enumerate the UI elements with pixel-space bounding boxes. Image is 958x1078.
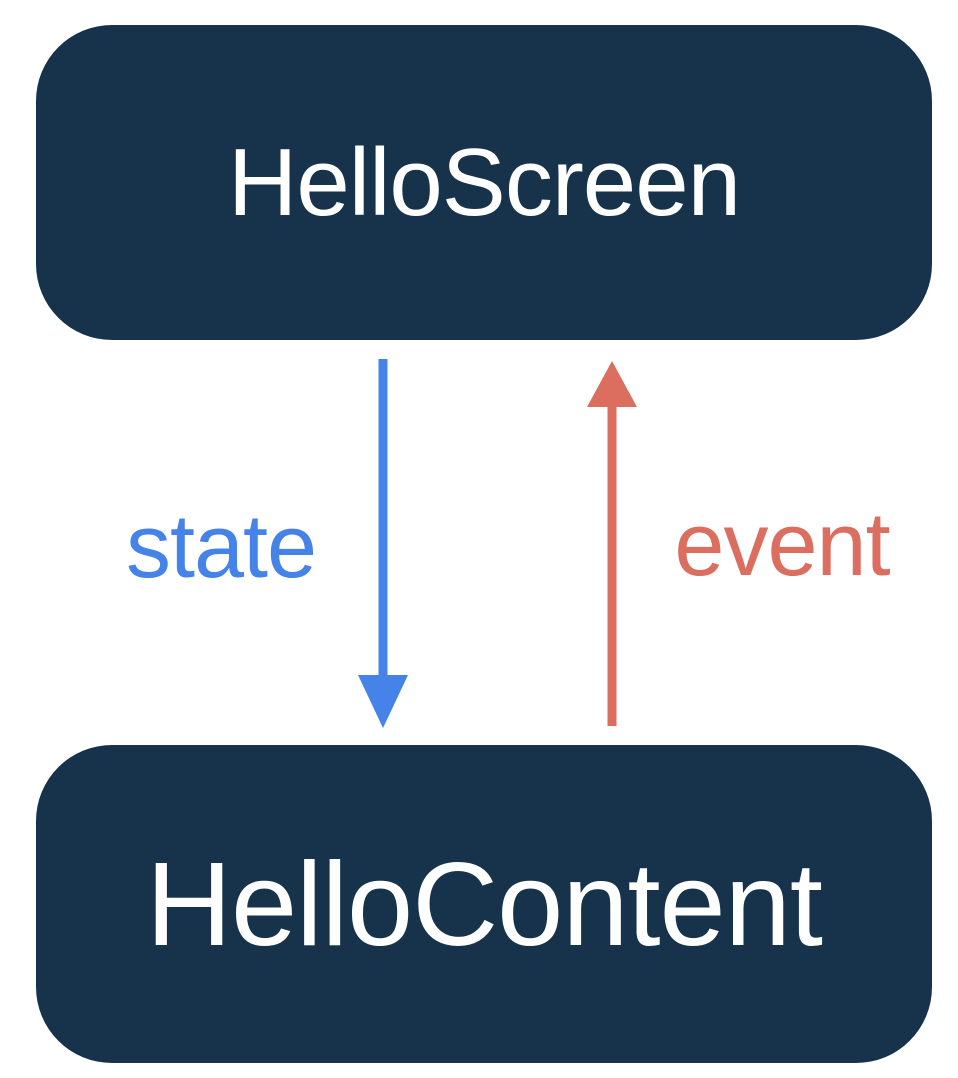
event-arrow-head — [587, 361, 637, 407]
state-arrow-head — [358, 675, 408, 728]
node-hello-screen: HelloScreen — [36, 25, 932, 340]
node-hello-content-label: HelloContent — [146, 837, 823, 971]
state-arrow-down-icon — [358, 359, 408, 728]
node-hello-content: HelloContent — [36, 745, 932, 1063]
node-hello-screen-label: HelloScreen — [228, 128, 741, 236]
state-label: state — [125, 497, 317, 597]
event-arrow-up-icon — [587, 361, 637, 726]
event-label: event — [674, 495, 890, 595]
